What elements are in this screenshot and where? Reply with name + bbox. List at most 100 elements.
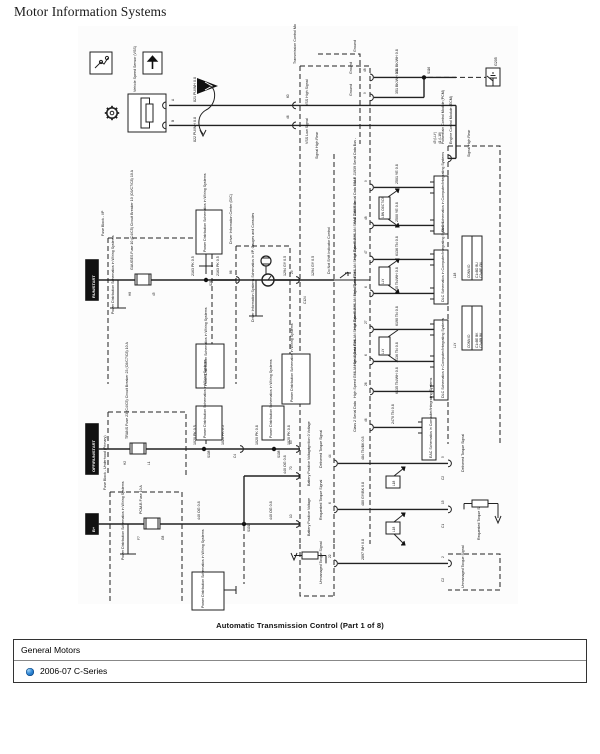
svg-text:351 BK/WH 0.8: 351 BK/WH 0.8 [395, 49, 399, 74]
svg-text:GAUGES Fuse 10 (C4/C5) Circuit: GAUGES Fuse 10 (C4/C5) Circuit Breaker 1… [130, 169, 134, 270]
svg-text:2163 PK 0.5: 2163 PK 0.5 [216, 256, 220, 276]
svg-text:47: 47 [364, 250, 368, 254]
svg-text:351 BK/WH 0.8: 351 BK/WH 0.8 [395, 69, 399, 94]
svg-text:46: 46 [364, 418, 368, 422]
svg-text:H2: H2 [123, 461, 127, 465]
svg-text:Power Distribution Schematics: Power Distribution Schematics in Wiring … [111, 235, 115, 314]
svg-text:2500 YE 0.8: 2500 YE 0.8 [395, 202, 399, 222]
svg-text:63: 63 [289, 440, 293, 444]
svg-text:RUN/START: RUN/START [91, 275, 96, 298]
component-fuse-block-underhood: Fuse Block - Underhood (Primary) [103, 435, 183, 604]
svg-text:C4: C4 [233, 454, 237, 458]
svg-text:Engine Control Module (ECM): Engine Control Module (ECM) [449, 96, 453, 144]
svg-text:Driver Information Systems Sch: Driver Information Systems Schematics in… [251, 213, 255, 322]
svg-text:2470 TN 0.8: 2470 TN 0.8 [391, 404, 395, 424]
svg-text:Vehicle Speed Sensor (VSS): Vehicle Speed Sensor (VSS) [133, 46, 137, 92]
svg-text:C1=BD BU: C1=BD BU [475, 262, 479, 278]
svg-text:6136 TN 0.8: 6136 TN 0.8 [395, 236, 399, 256]
svg-text:DLC Schematics in Computer/Int: DLC Schematics in Computer/Integrating S… [441, 152, 445, 232]
svg-text:480 GY/BK 0.8: 480 GY/BK 0.8 [361, 482, 365, 506]
component-ground-module: Ground 48 9 Ground Ground [318, 40, 374, 144]
svg-text:L18: L18 [392, 480, 396, 486]
svg-text:1020 PK 0.8: 1020 PK 0.8 [287, 425, 291, 445]
svg-text:60: 60 [286, 94, 290, 98]
svg-text:G8: G8 [161, 536, 165, 540]
svg-text:C2: C2 [441, 578, 445, 582]
svg-text:1020 PK 0.5: 1020 PK 0.5 [193, 425, 197, 445]
svg-text:6190 TN 0.8: 6190 TN 0.8 [395, 306, 399, 326]
component-vehicle-speed-sensor: Vehicle Speed Sensor (VSS) [104, 46, 167, 133]
ground-symbol-g205: G205 [485, 57, 501, 87]
svg-text:22: 22 [328, 554, 332, 558]
svg-text:Power Distribution Schematics: Power Distribution Schematics in Wiring … [204, 307, 208, 386]
svg-text:VSS Low Signal: VSS Low Signal [305, 118, 309, 144]
svg-text:5: 5 [441, 456, 445, 458]
svg-text:1294 GY 0.5: 1294 GY 0.5 [311, 256, 315, 276]
svg-text:High Speed GMLAN Serial Data B: High Speed GMLAN Serial Data Bus - [353, 198, 357, 260]
svg-text:SAE J1939 Serial Data Bus +: SAE J1939 Serial Data Bus + [353, 177, 357, 224]
svg-text:Power Distribution Schematics: Power Distribution Schematics in Wiring … [290, 323, 294, 402]
svg-text:6: 6 [364, 286, 368, 288]
svg-text:PCM-B Fuse 10 A: PCM-B Fuse 10 A [139, 485, 143, 514]
svg-text:Driver Information Center (DIC: Driver Information Center (DIC) [229, 194, 233, 244]
svg-text:Battery Positive Voltage: Battery Positive Voltage [307, 448, 311, 486]
svg-text:6135 TN/WH 0.8: 6135 TN/WH 0.8 [395, 267, 399, 294]
svg-text:Power Distribution Schematics: Power Distribution Schematics in Wiring … [203, 359, 207, 438]
svg-text:C1: C1 [441, 524, 445, 528]
svg-text:27: 27 [364, 320, 368, 324]
vehicle-make-label: General Motors [21, 644, 81, 655]
svg-text:821 PU/WH 0.8: 821 PU/WH 0.8 [193, 77, 197, 102]
svg-text:Requested Torque Signal: Requested Torque Signal [477, 500, 481, 540]
rail-b-plus: B+ [85, 513, 99, 535]
up-arrow-icon [142, 51, 163, 75]
svg-text:High Speed GMLAN Serial Data B: High Speed GMLAN Serial Data Bus + [353, 234, 357, 296]
svg-text:Power Distribution Schematics: Power Distribution Schematics in Wiring … [201, 529, 205, 608]
svg-text:Power Distribution Schematics: Power Distribution Schematics in Wiring … [269, 359, 273, 438]
svg-text:Class 2 Serial Data: Class 2 Serial Data [353, 401, 357, 432]
svg-text:C124: C124 [303, 296, 307, 304]
svg-text:DLC Schematics in Computer/Int: DLC Schematics in Computer/Integrating S… [441, 318, 445, 398]
svg-text:High Speed GMLAN Serial Data B: High Speed GMLAN Serial Data Bus - [353, 268, 357, 330]
svg-text:Signal High Rear: Signal High Rear [467, 129, 471, 157]
svg-text:High Speed GMLAN Serial Data B: High Speed GMLAN Serial Data Bus - [353, 336, 357, 398]
component-tcm: Transmission Control Module (TCM) [293, 24, 371, 544]
svg-text:440 OG 0.8: 440 OG 0.8 [269, 501, 273, 520]
svg-text:44: 44 [328, 454, 332, 458]
svg-text:29: 29 [290, 270, 294, 274]
page-title: Motor Information Systems [14, 4, 167, 19]
svg-text:S108: S108 [277, 450, 281, 458]
svg-text:6136 TN 0.8: 6136 TN 0.8 [395, 342, 399, 362]
svg-text:OFF/RUN/START: OFF/RUN/START [91, 440, 96, 472]
svg-text:Requested Torque Signal: Requested Torque Signal [319, 480, 323, 520]
wiring-diagram: .ln { stroke:#222; stroke-width:1; fill:… [0, 24, 600, 614]
svg-text:C2=BB BK: C2=BB BK [479, 332, 483, 348]
svg-text:LLY: LLY [453, 342, 457, 348]
blue-sphere-icon [26, 667, 34, 676]
conn-id-table-l18: CONN ID C1=BD BU C2=BE GN L18 [453, 235, 483, 281]
svg-text:Power Distribution Schematics: Power Distribution Schematics in Wiring … [121, 481, 125, 560]
vehicle-model-row[interactable]: 2006-07 C-Series [14, 661, 586, 682]
vehicle-make-row[interactable]: General Motors [14, 640, 586, 661]
svg-text:440 OG 0.8: 440 OG 0.8 [197, 501, 201, 520]
svg-text:Delivered Torque Signal: Delivered Torque Signal [461, 434, 465, 472]
serial-bus-group-1: 9 SAE J1939 Serial Data Bus - 2501 YE 0.… [353, 137, 449, 235]
diagram-caption: Automatic Transmission Control (Part 1 o… [216, 621, 384, 630]
svg-text:S108: S108 [207, 450, 211, 458]
svg-text:Delivered Torque Signal: Delivered Torque Signal [319, 430, 323, 468]
svg-text:Ignition 0 Voltage: Ignition 0 Voltage [307, 421, 311, 449]
svg-text:48: 48 [364, 216, 368, 220]
svg-text:Powertrain Control Module (PCM: Powertrain Control Module (PCM) [441, 90, 445, 144]
svg-text:440 OG 0.8: 440 OG 0.8 [283, 455, 287, 474]
svg-text:C2=BE GN: C2=BE GN [479, 261, 483, 278]
svg-text:DLC Schematics in Computer/Int: DLC Schematics in Computer/Integrating S… [441, 222, 445, 302]
svg-text:45 (LLY): 45 (LLY) [433, 132, 437, 144]
svg-text:B: B [171, 120, 175, 122]
svg-text:H8: H8 [128, 292, 132, 296]
conn-id-table-lly: CONN ID C1=BE BK C2=BB BK LLY [453, 305, 483, 351]
component-fuse-block-ip-2 [107, 411, 187, 476]
vehicle-model-label: 2006-07 C-Series [40, 666, 108, 677]
svg-text:15: 15 [441, 500, 445, 504]
svg-text:70: 70 [289, 466, 293, 470]
svg-text:9: 9 [363, 92, 367, 94]
svg-text:6: 6 [364, 354, 368, 356]
